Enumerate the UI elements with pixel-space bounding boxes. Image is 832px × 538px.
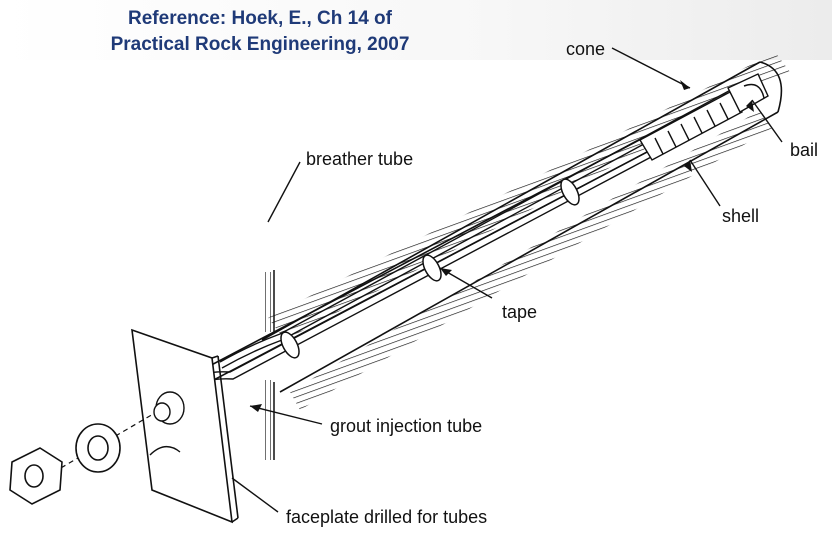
reference-title: Reference: Hoek, E., Ch 14 of Practical … [0, 6, 520, 58]
nut [9, 447, 63, 505]
arrowheads [250, 80, 754, 412]
label-breather-tube: breather tube [306, 149, 413, 169]
expansion-shell [639, 91, 743, 161]
label-grout-injection-tube: grout injection tube [330, 416, 482, 436]
bail [743, 83, 765, 99]
cone [727, 73, 769, 113]
label-cone: cone [566, 39, 605, 59]
header-gradient [0, 0, 832, 60]
label-tape: tape [502, 302, 537, 322]
label-faceplate: faceplate drilled for tubes [286, 507, 487, 527]
reference-line-1: Reference: Hoek, E., Ch 14 of [128, 8, 392, 29]
label-bail: bail [790, 140, 818, 160]
bolt-end [149, 391, 185, 456]
rock-hatching-lower [290, 110, 772, 410]
faceplate [131, 328, 239, 524]
borehole [261, 61, 783, 393]
rock-face-hatching [262, 272, 274, 460]
rock-hatching-upper [268, 52, 790, 340]
reference-line-2: Practical Rock Engineering, 2007 [110, 34, 410, 55]
tape-bands [280, 178, 580, 359]
washer [75, 423, 121, 473]
label-shell: shell [722, 206, 759, 226]
